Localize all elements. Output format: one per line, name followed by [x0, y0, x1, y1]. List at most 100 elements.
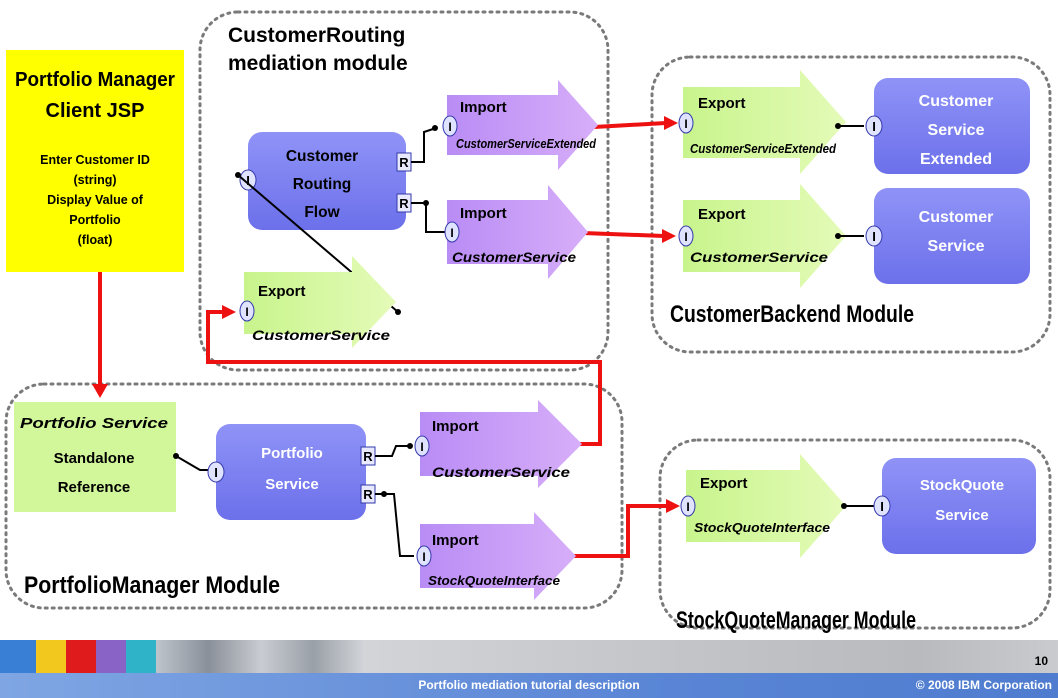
wire-portfolio-import-to-routing-export [206, 305, 602, 446]
jsp-desc-line3: Display Value of [47, 193, 144, 207]
backend-export2-interface-marker: I [678, 225, 694, 247]
ref-line1: Portfolio Service [20, 415, 168, 432]
stockquotemanager-module-title: StockQuoteManager Module [676, 607, 916, 634]
backend-svc1-line1: Customer [919, 93, 994, 110]
portfolio-service-standalone-reference [14, 402, 176, 512]
portfoliomanager-module-container [4, 382, 624, 610]
footer-blue-bar [0, 673, 1058, 698]
backend-export1-interface-marker: I [678, 112, 694, 134]
footer-title: Portfolio mediation tutorial description [418, 678, 640, 692]
portfolio-svc-interface-marker: I [207, 461, 225, 483]
footer-gray-strip [366, 640, 1058, 673]
svg-text:I: I [448, 120, 451, 134]
portfolio-import2-title: Import [432, 532, 479, 549]
jsp-title-line1: Portfolio Manager [15, 69, 175, 91]
footer-color-block-1 [0, 640, 36, 673]
footer-color-block-4 [96, 640, 126, 673]
stockquote-export-interface-marker: I [680, 495, 696, 517]
flow-interface-marker: I [239, 169, 257, 191]
portfolio-reference-marker-1: R [360, 446, 376, 466]
stockquote-svc-interface-marker: I [873, 495, 891, 517]
footer-color-block-5 [126, 640, 156, 673]
portfolio-service-component [216, 424, 366, 520]
backend-export1-title: Export [698, 95, 746, 112]
slide-footer: 10 Portfolio mediation tutorial descript… [0, 640, 1058, 698]
routing-import2-name: CustomerService [452, 250, 577, 265]
portfolio-import1-name: CustomerService [432, 465, 571, 480]
routing-import-customerservice [447, 185, 588, 279]
routing-import2-title: Import [460, 205, 507, 222]
svg-text:I: I [684, 230, 687, 244]
backend-svc2-interface-marker: I [865, 225, 883, 247]
stockquote-service-component [882, 458, 1036, 554]
flow-wire-to-import1 [411, 127, 437, 163]
backend-svc1-interface-marker: I [865, 115, 883, 137]
svg-text:I: I [422, 550, 425, 564]
svg-text:R: R [399, 155, 409, 170]
backend-export1-name: CustomerServiceExtended [690, 142, 836, 156]
backend-export2-title: Export [698, 206, 746, 223]
routing-import-customerserviceextended [447, 80, 598, 170]
portfolio-manager-client-jsp [6, 50, 184, 272]
routing-import1-title: Import [460, 99, 507, 116]
page-number: 10 [1034, 654, 1048, 668]
jsp-title-line2: Client JSP [46, 100, 145, 122]
backend-svc1-line2: Service [928, 122, 985, 139]
flow-wire-to-import2 [411, 202, 446, 233]
footer-copyright: © 2008 IBM Corporation [915, 678, 1052, 692]
jsp-desc-line1: Enter Customer ID [40, 153, 150, 167]
backend-export-customerservice [683, 184, 846, 288]
stockquote-export-stockquoteinterface [686, 454, 846, 558]
routing-import2-interface-marker: I [444, 221, 460, 243]
routing-export-customerservice [244, 256, 396, 348]
stockquote-svc-line2: Service [935, 507, 988, 524]
portfolio-import2-interface-marker: I [416, 545, 432, 567]
portfolio-reference-marker-2: R [360, 484, 376, 504]
stockquote-svc-line1: StockQuote [920, 477, 1004, 494]
backend-export2-name: CustomerService [690, 250, 829, 265]
stockquotemanager-module-container [658, 438, 1052, 630]
routing-import1-name: CustomerServiceExtended [456, 137, 596, 151]
customer-routing-flow-component [248, 132, 406, 230]
portfolio-import-stockquoteinterface [420, 512, 576, 600]
svg-text:I: I [686, 500, 689, 514]
svg-text:R: R [363, 449, 373, 464]
flow-reference-marker-1: R [396, 152, 412, 172]
portfoliomanager-module-title: PortfolioManager Module [24, 572, 280, 599]
wire-import-customerserviceextended-to-backend [593, 116, 678, 130]
backend-svc2-line2: Service [928, 238, 985, 255]
svg-text:I: I [245, 305, 248, 319]
wire-jsp-to-portfolio [92, 272, 108, 398]
footer-color-block-3 [66, 640, 96, 673]
wire-import-customerservice-to-backend [582, 229, 676, 243]
portfolio-svc-line2: Service [265, 476, 318, 493]
portfolio-import-customerservice [420, 400, 582, 488]
wire-stockquote-import-to-export [574, 499, 680, 558]
svg-text:I: I [450, 226, 453, 240]
jsp-desc-line2: (string) [73, 173, 116, 187]
ref-line3: Reference [58, 479, 131, 496]
svg-text:I: I [872, 119, 876, 134]
stockquote-export-title: Export [700, 475, 748, 492]
portfolio-import2-name: StockQuoteInterface [428, 574, 560, 588]
flow-label-line2: Routing [293, 176, 352, 193]
customerrouting-module-container [198, 10, 610, 372]
customer-service-extended-component [874, 78, 1030, 174]
customer-service-component [874, 188, 1030, 284]
svg-text:R: R [363, 487, 373, 502]
customerrouting-module-title: CustomerRouting [228, 24, 405, 47]
jsp-desc-line5: (float) [78, 233, 113, 247]
customerrouting-module-subtitle: mediation module [228, 52, 408, 75]
stockquote-export-name: StockQuoteInterface [694, 520, 830, 535]
routing-import1-interface-marker: I [442, 115, 458, 137]
svg-text:I: I [246, 173, 250, 188]
routing-export-title: Export [258, 283, 306, 300]
jsp-desc-line4: Portfolio [69, 213, 121, 227]
svg-text:I: I [872, 229, 876, 244]
ref-line2: Standalone [54, 450, 135, 467]
customerbackend-module-title: CustomerBackend Module [670, 301, 914, 328]
svg-text:R: R [399, 196, 409, 211]
customerbackend-module-container [650, 55, 1052, 354]
flow-label-line3: Flow [304, 204, 340, 221]
portfolio-import1-title: Import [432, 418, 479, 435]
